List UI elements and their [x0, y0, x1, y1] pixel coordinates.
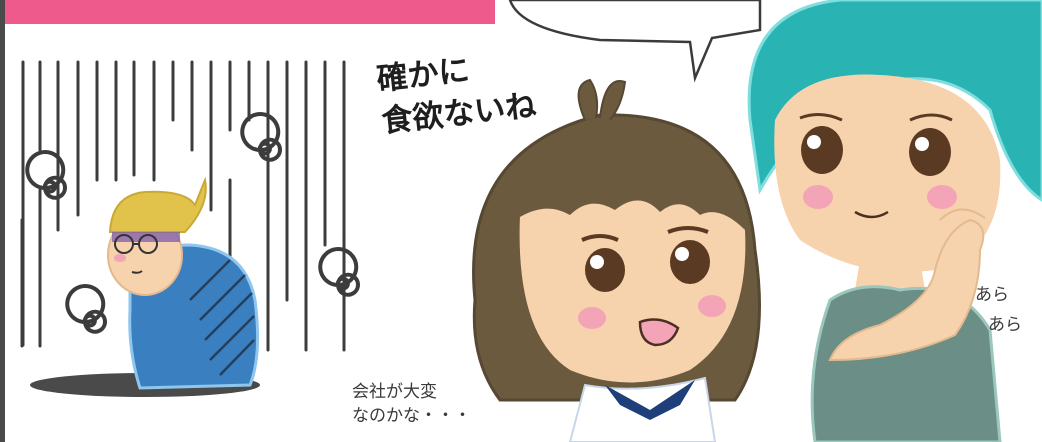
gloom-lines	[20, 60, 346, 352]
pink-header-bar	[5, 0, 495, 24]
woman-character	[747, 0, 1042, 442]
woman-text-line2: あら	[988, 315, 1022, 335]
girl-character	[472, 78, 761, 442]
thought-text-line2: なのかな・・・	[352, 406, 471, 426]
panel-left-border	[0, 0, 5, 442]
sad-man-figure	[30, 176, 260, 397]
woman-text-line1: あら	[975, 285, 1009, 305]
thought-text-line1: 会社が大変	[352, 382, 437, 402]
gloom-swirl-icon	[25, 112, 360, 334]
speech-bubble	[508, 0, 762, 83]
